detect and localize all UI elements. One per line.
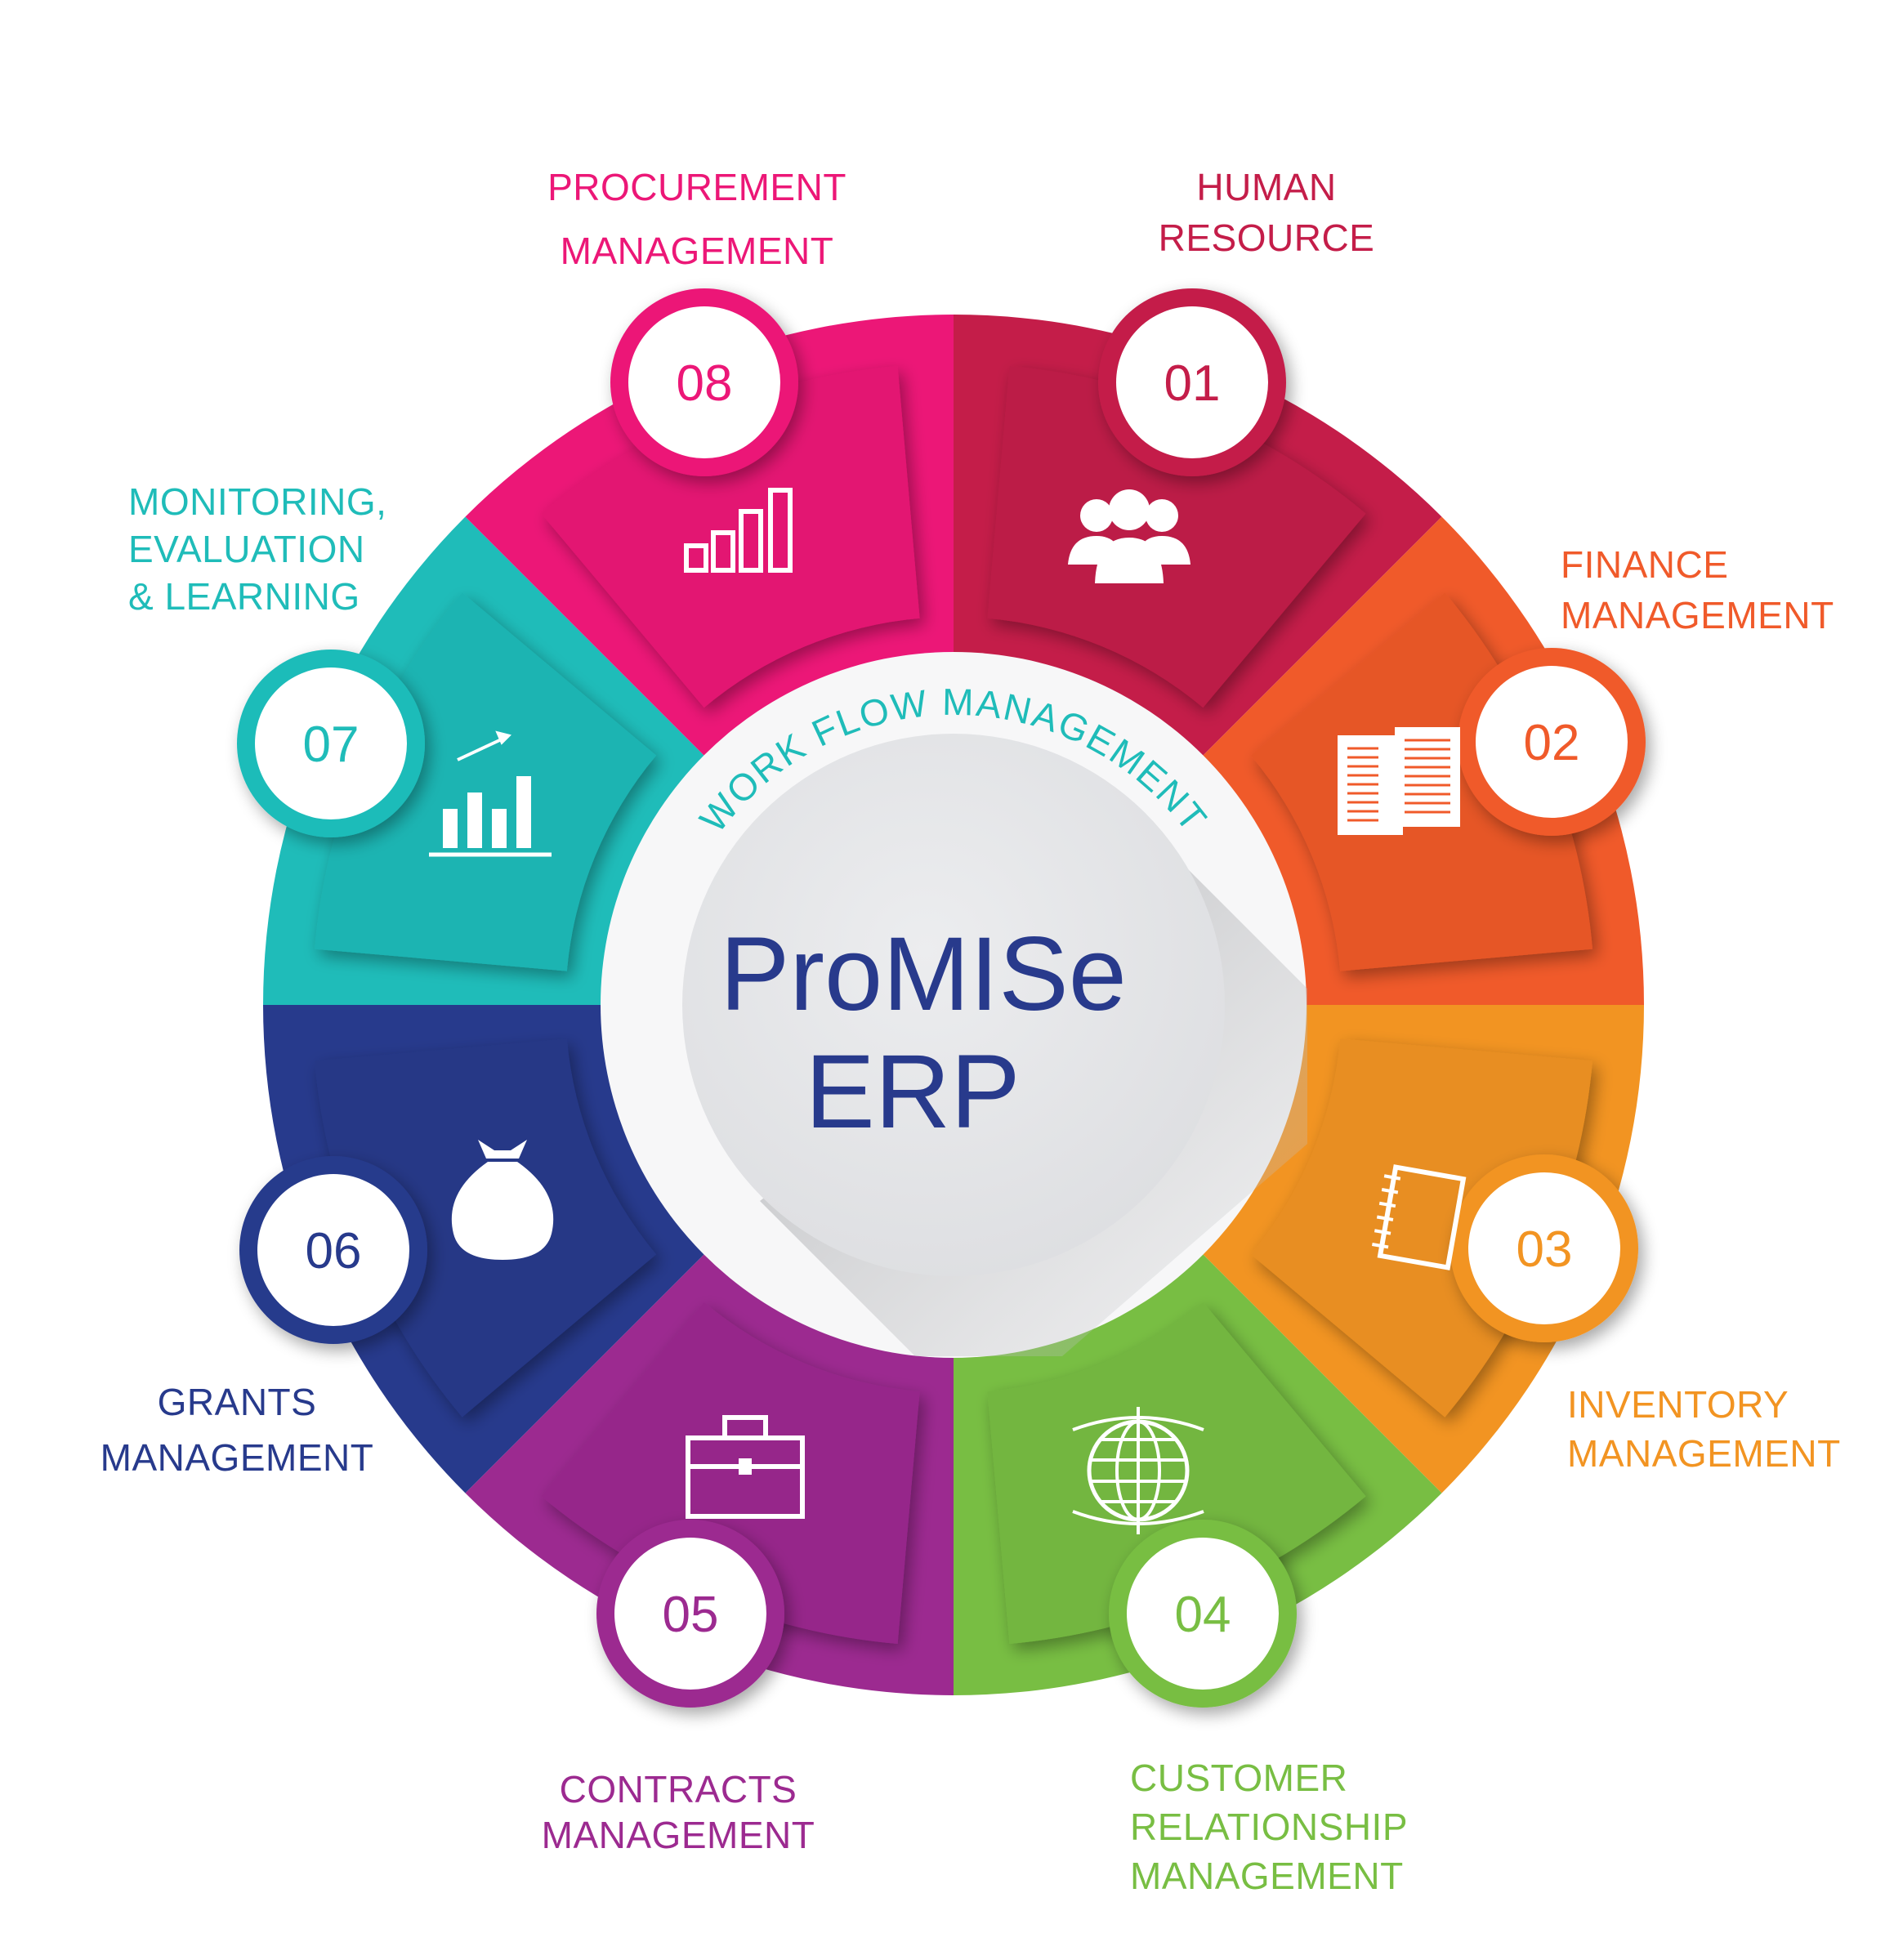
module-number-07: 07 <box>303 717 360 773</box>
module-label-06-line1: GRANTS <box>158 1381 317 1423</box>
module-label-08-line1: PROCUREMENT <box>547 166 846 208</box>
number-disc-08 <box>628 306 780 458</box>
bar-2 <box>711 530 735 573</box>
person-head-right <box>1146 499 1178 532</box>
briefcase-icon <box>686 1415 805 1519</box>
number-disc-02 <box>1476 666 1628 818</box>
segment-tab-01 <box>987 365 1366 708</box>
segment-icons <box>429 488 1467 1534</box>
number-circles: 01 02 03 04 05 06 07 08 <box>237 288 1646 1708</box>
document-icon <box>1338 727 1460 835</box>
notebook-body <box>1372 1164 1467 1270</box>
module-label-07-line1: MONITORING, <box>128 480 386 523</box>
module-label-06-line2: MANAGEMENT <box>101 1436 374 1479</box>
growth-arrow-shaft <box>457 735 507 761</box>
module-label-02-line2: MANAGEMENT <box>1561 594 1834 636</box>
module-label-05-line2: MANAGEMENT <box>542 1814 815 1856</box>
money-bag-icon <box>451 1140 554 1260</box>
notebook-cover <box>1377 1164 1467 1270</box>
number-disc-07 <box>255 667 407 819</box>
growth-bar-3 <box>492 809 507 848</box>
bag-body <box>451 1162 554 1260</box>
people-icon <box>1068 489 1190 583</box>
module-label-03-line2: MANAGEMENT <box>1567 1432 1841 1475</box>
notebook-icon <box>1372 1164 1467 1270</box>
bar-1 <box>684 543 708 573</box>
number-disc-05 <box>614 1538 766 1690</box>
globe-swoosh-top <box>1072 1416 1204 1431</box>
bar-3 <box>739 509 763 573</box>
growth-bar-4 <box>516 776 531 848</box>
module-label-07-line3: & LEARNING <box>128 575 360 618</box>
module-label-04-line1: CUSTOMER <box>1130 1757 1347 1799</box>
notebook-ring <box>1372 1243 1389 1249</box>
bar-4 <box>768 488 793 573</box>
briefcase-lock <box>739 1458 752 1475</box>
center-title-line2: ERP <box>805 1034 1020 1150</box>
growth-arrow-head <box>495 730 511 745</box>
module-label-02-line1: FINANCE <box>1561 543 1728 586</box>
module-number-05: 05 <box>663 1587 719 1643</box>
person-body-center <box>1095 538 1164 583</box>
growth-bar-1 <box>443 809 458 848</box>
number-disc-03 <box>1468 1172 1620 1324</box>
growth-bar-2 <box>467 792 482 848</box>
number-disc-06 <box>257 1174 409 1326</box>
bag-tie <box>478 1140 527 1159</box>
module-labels: HUMAN RESOURCE FINANCE MANAGEMENT INVENTORY M… <box>101 166 1841 1897</box>
module-number-04: 04 <box>1175 1587 1231 1643</box>
globe-swoosh-bottom <box>1072 1510 1204 1525</box>
center-title-line1: ProMISe <box>720 916 1127 1033</box>
module-number-02: 02 <box>1524 715 1580 771</box>
briefcase-body <box>686 1435 805 1519</box>
center-disc <box>682 734 1225 1276</box>
module-label-08-line2: MANAGEMENT <box>561 230 834 272</box>
notebook-ring <box>1374 1229 1391 1235</box>
module-label-01-line2: RESOURCE <box>1159 217 1375 259</box>
bar-chart-icon <box>684 488 793 573</box>
briefcase-handle <box>722 1415 768 1438</box>
module-label-05-line1: CONTRACTS <box>560 1768 797 1810</box>
module-number-03: 03 <box>1517 1221 1573 1278</box>
number-disc-04 <box>1127 1538 1279 1690</box>
notebook-ring <box>1378 1201 1396 1208</box>
module-number-08: 08 <box>677 355 733 412</box>
growth-chart-icon <box>429 730 552 857</box>
module-label-04-line3: MANAGEMENT <box>1130 1855 1404 1897</box>
number-disc-01 <box>1116 306 1268 458</box>
globe-icon <box>1072 1407 1204 1534</box>
center-hub: WORK FLOW MANAGEMENT ProMISe ERP <box>601 652 1307 1358</box>
module-label-01-line1: HUMAN <box>1196 166 1336 208</box>
module-number-01: 01 <box>1164 355 1221 412</box>
person-head-left <box>1080 499 1113 532</box>
module-label-07-line2: EVALUATION <box>128 528 365 570</box>
notebook-ring <box>1381 1188 1399 1194</box>
person-head-center <box>1109 489 1150 530</box>
notebook-ring <box>1376 1215 1394 1221</box>
notebook-ring <box>1383 1174 1401 1181</box>
module-number-06: 06 <box>306 1223 362 1279</box>
module-label-03-line1: INVENTORY <box>1567 1383 1789 1426</box>
module-label-04-line2: RELATIONSHIP <box>1130 1806 1408 1848</box>
